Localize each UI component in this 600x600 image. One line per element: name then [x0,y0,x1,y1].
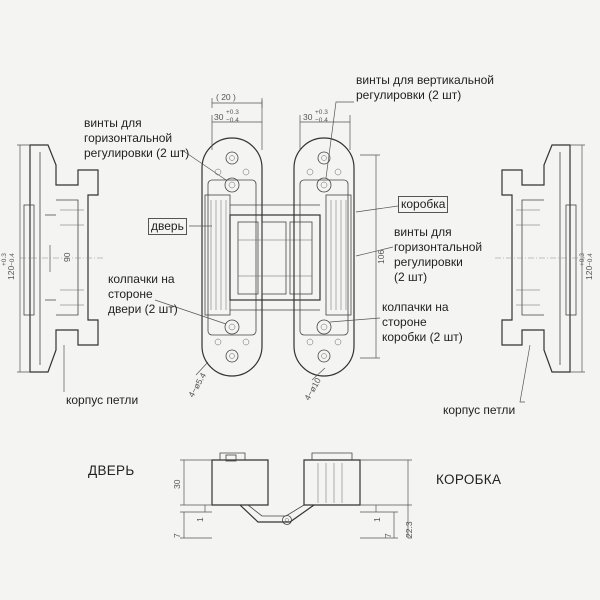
label-door-bottom: ДВЕРЬ [88,463,135,478]
dim-120-right-tol-dn: −0.4 [587,253,594,266]
dim-30-right: 30 [303,112,313,122]
front-view-box-wing [293,137,355,377]
callout-leader-lines [154,101,399,325]
right-side-profile [495,144,585,403]
dim-20: ( 20 ) [216,92,236,102]
dim-30-right-tol-dn: −0.4 [315,117,328,124]
front-view-dimension-lines [195,98,380,381]
left-side-profile [17,144,105,392]
dim-120-left: 120 [6,266,16,280]
label-hinge-body-left: корпус петли [66,393,139,407]
dim-90: 90 [62,252,72,262]
dim-30-left-tol-dn: −0.4 [226,117,239,124]
front-view-hinge-center [229,204,321,311]
dim-bottom-7-left: 7 [172,533,182,538]
dim-holes-right: 4−ø10 [302,376,323,402]
label-vertical-screws: винты для вертикальной регулировки (2 шт… [356,73,494,102]
dim-bottom-22-3: 22.3 [404,521,414,538]
dim-120-left-tol-up: +0.3 [1,253,8,266]
dim-bottom-1-right: 1 [372,517,382,522]
dim-120-left-tol-dn: −0.4 [9,253,16,266]
label-box: коробка [398,196,449,213]
label-door: дверь [148,218,187,235]
dim-30-left-tol-up: +0.3 [226,109,239,116]
dim-30-left: 30 [214,112,224,122]
dim-120-right: 120 [584,266,594,280]
label-hinge-body-right: корпус петли [443,403,516,417]
dim-bottom-30: 30 [172,479,182,489]
label-horizontal-screws-left: винты для горизонтальной регулировки (2 … [84,116,190,160]
dim-bottom-7-right: 7 [383,533,393,538]
dim-holes-left: 4−ø5.4 [186,371,208,399]
label-caps-door: колпачки на стороне двери (2 шт) [108,272,178,316]
label-caps-box: колпачки на стороне коробки (2 шт) [382,300,463,344]
bottom-view [180,452,412,539]
dim-bottom-1-left: 1 [195,517,205,522]
label-box-bottom: КОРОБКА [436,472,502,487]
dim-106: 106 [376,250,386,264]
front-view-door-wing [201,137,263,377]
label-horizontal-screws-right: винты для горизонтальной регулировки (2 … [394,225,483,284]
dim-120-right-tol-up: +0.3 [579,253,586,266]
dim-30-right-tol-up: +0.3 [315,109,328,116]
